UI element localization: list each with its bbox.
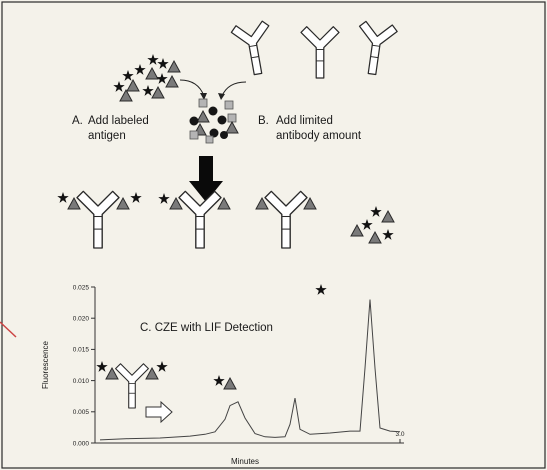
labeled-antigen-cluster xyxy=(113,54,181,102)
star-label-icon xyxy=(134,64,146,75)
step-a-letter: A. xyxy=(72,115,83,127)
antigen-triangle-icon xyxy=(151,86,165,99)
y-axis-label: Fluorescence xyxy=(41,340,50,389)
antibody-icon xyxy=(76,190,120,249)
square-icon xyxy=(224,100,234,110)
star-label-icon xyxy=(142,85,154,96)
arrowhead-icon xyxy=(200,93,207,100)
y-tick-label: 0.025 xyxy=(73,284,90,291)
star-label-icon xyxy=(158,193,170,204)
star-label-icon xyxy=(96,361,108,372)
mixture-cluster xyxy=(189,98,239,144)
antigen-triangle-icon xyxy=(368,231,382,244)
circle-icon xyxy=(217,115,227,125)
star-label-icon xyxy=(113,81,125,92)
step-c-label: C. CZE with LIF Detection xyxy=(140,322,273,334)
complex-unlabeled-antigens xyxy=(255,190,317,249)
peak1-pointer-arrow-icon xyxy=(145,400,173,424)
electropherogram-chart: 0.000 0.005 0.010 0.015 0.020 0.025 3.0 Fluor… xyxy=(41,284,405,466)
star-label-icon xyxy=(122,70,134,81)
square-icon xyxy=(198,98,208,108)
antigen-triangle-icon xyxy=(223,377,237,390)
antigen-triangle-icon xyxy=(196,110,210,123)
margin-mark xyxy=(0,321,17,338)
peak1-complex-annotation xyxy=(96,361,168,409)
complex-two-antigens xyxy=(57,190,142,249)
star-label-icon xyxy=(156,361,168,372)
circle-icon xyxy=(208,106,218,116)
step-b-line1: Add limited xyxy=(276,115,333,127)
free-labeled-antigen xyxy=(350,206,395,244)
step-a-line2: antigen xyxy=(88,130,126,142)
star-label-icon xyxy=(157,58,169,69)
y-tick-label: 0.005 xyxy=(73,409,90,416)
star-label-icon xyxy=(57,192,69,203)
antigen-triangle-icon xyxy=(167,60,181,73)
x-axis-label: Minutes xyxy=(231,457,259,466)
arrowhead-icon xyxy=(218,93,225,100)
peak3-star-label-icon xyxy=(315,284,327,295)
antigen-triangle-icon xyxy=(145,67,159,80)
antibody-icon xyxy=(229,19,278,78)
antibody-icon xyxy=(115,363,149,409)
star-label-icon xyxy=(382,229,394,240)
square-icon xyxy=(205,135,214,144)
star-label-icon xyxy=(130,192,142,203)
y-tick-label: 0.015 xyxy=(73,347,90,354)
free-antibodies-top xyxy=(229,19,399,79)
y-tick-label: 0.000 xyxy=(73,440,90,447)
antigen-triangle-icon xyxy=(381,210,395,223)
step-b-line2: antibody amount xyxy=(276,130,362,142)
antigen-triangle-icon xyxy=(350,224,364,237)
complex-mixed-antigens xyxy=(158,190,231,249)
step-a-line1: Add labeled xyxy=(88,115,149,127)
antigen-triangle-icon xyxy=(225,121,239,134)
square-icon xyxy=(227,113,237,123)
star-label-icon xyxy=(370,206,382,217)
x-tick-label: 3.0 xyxy=(395,431,404,438)
step-b-letter: B. xyxy=(258,115,269,127)
star-label-icon xyxy=(147,54,159,65)
y-tick-label: 0.010 xyxy=(73,378,90,385)
process-arrow-icon xyxy=(189,156,223,202)
arrow-antibody-to-mix xyxy=(221,81,247,97)
antibody-icon xyxy=(178,190,222,249)
star-label-icon xyxy=(213,375,225,386)
antigen-triangle-icon xyxy=(119,89,133,102)
peak2-free-antigen-annotation xyxy=(213,375,237,390)
fluorescence-trace xyxy=(99,299,401,441)
antigen-triangle-icon xyxy=(126,79,140,92)
antibody-icon xyxy=(352,19,399,78)
star-label-icon xyxy=(361,219,373,230)
square-icon xyxy=(189,130,199,140)
antibody-icon xyxy=(300,26,340,79)
antibody-icon xyxy=(264,190,308,249)
antigen-triangle-icon xyxy=(116,197,130,210)
y-tick-label: 0.020 xyxy=(73,316,90,323)
circle-icon xyxy=(220,131,228,139)
circle-icon xyxy=(209,128,219,138)
circle-icon xyxy=(189,116,199,126)
antigen-triangle-icon xyxy=(165,75,179,88)
